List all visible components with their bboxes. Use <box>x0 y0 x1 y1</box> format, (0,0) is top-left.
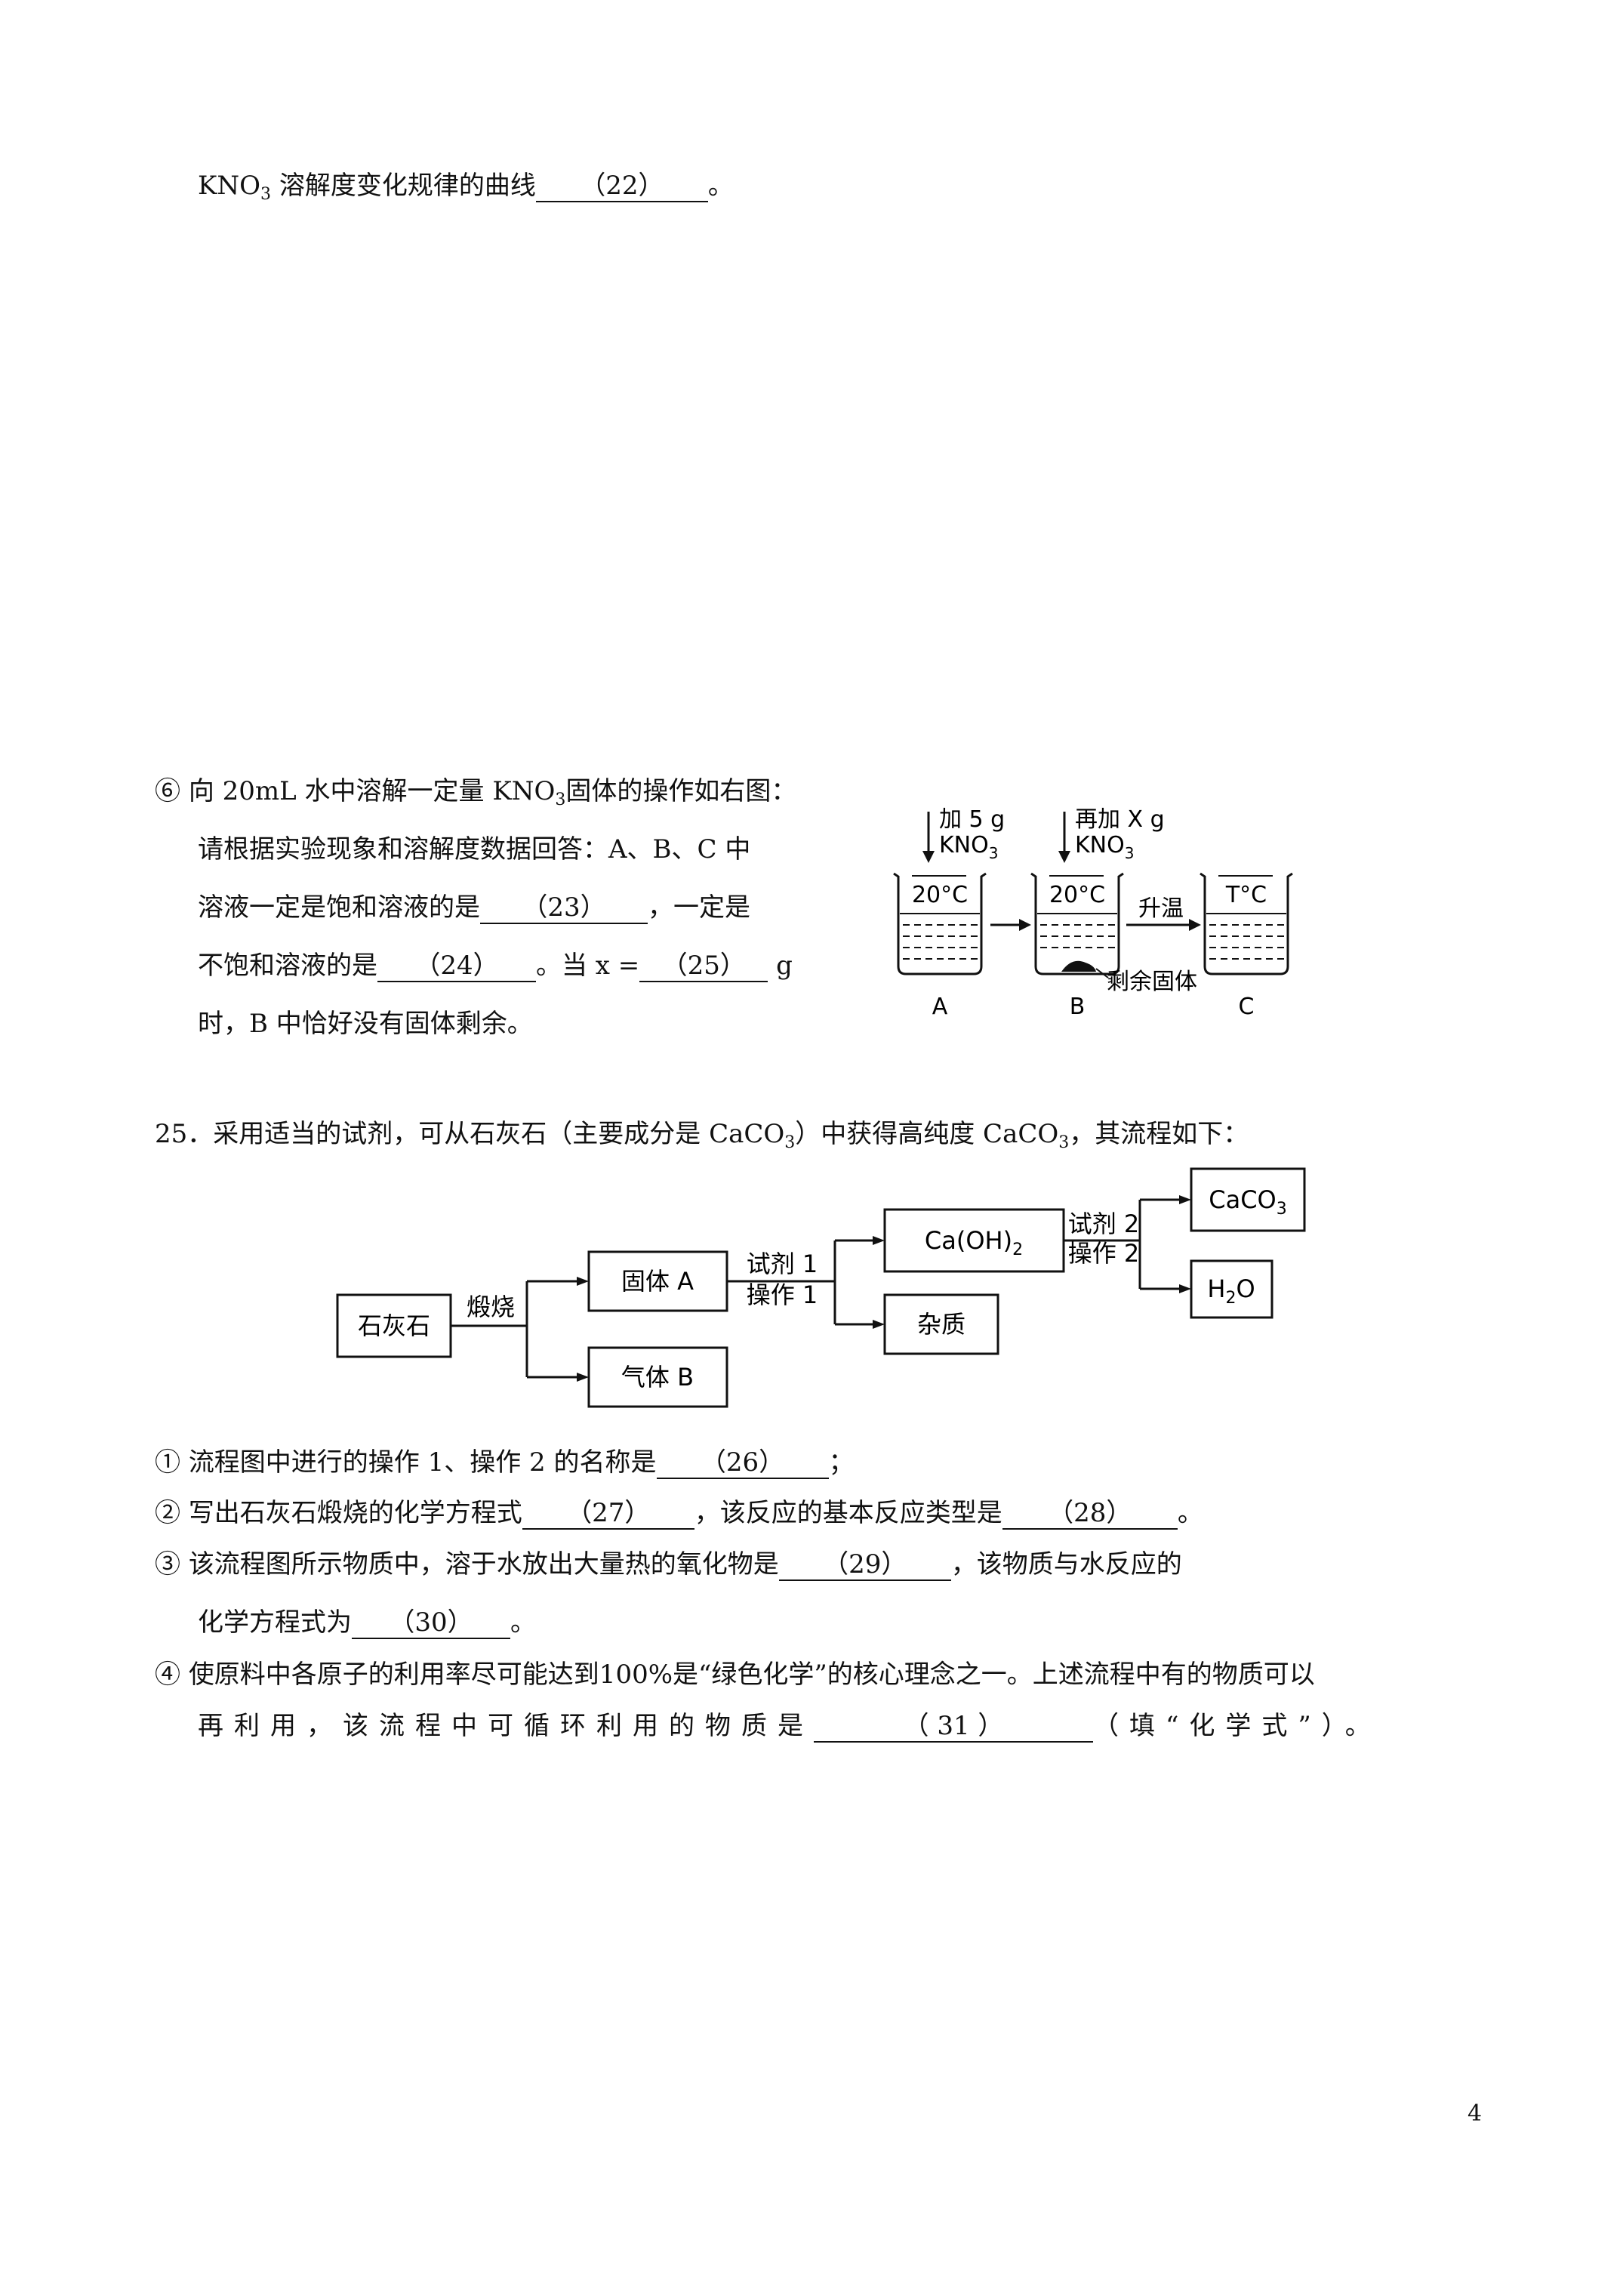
q25-intro: 25．采用适当的试剂，可从石灰石（主要成分是 CaCO3）中获得高纯度 CaCO… <box>155 1119 1249 1152</box>
right-arrow-icon <box>873 1320 885 1329</box>
label-h2o: H2O <box>1207 1274 1255 1308</box>
item-marker: ⑥ <box>155 776 180 806</box>
answer-blank-23[interactable]: （23） <box>480 892 648 924</box>
temp-label-b: 20°C <box>1049 882 1105 908</box>
residue-label: 剩余固体 <box>1107 969 1197 995</box>
q24-tail-text: 溶解度变化规律的曲线 <box>279 171 536 201</box>
q25-item2: ② 写出石灰石煅烧的化学方程式（27），该反应的基本反应类型是（28）。 <box>155 1498 1203 1530</box>
process-flowchart: 石灰石 煅烧 固体 A 气体 B 试剂 1 操作 1 Ca(OH)2 杂质 试剂… <box>336 1167 1306 1408</box>
page-number: 4 <box>1467 2100 1483 2127</box>
temp-label-c: T°C <box>1225 882 1267 908</box>
label-caoh2: Ca(OH)2 <box>925 1226 1023 1259</box>
answer-blank-30[interactable]: （30） <box>352 1607 510 1639</box>
answer-blank-22[interactable]: （22） <box>535 171 708 202</box>
right-arrow-icon <box>1179 1284 1191 1293</box>
answer-blank-28[interactable]: （28） <box>1002 1498 1178 1530</box>
beaker-label-b: B <box>1070 994 1086 1020</box>
down-arrow-icon <box>922 851 935 863</box>
answer-blank-27[interactable]: （27） <box>522 1498 694 1530</box>
q24-tail-line: KNO3 溶解度变化规律的曲线（22）。 <box>198 171 734 204</box>
q25-item4-line2: 再利用，该流程中可循环利用的物质是（ 31 ）（填“化学式”）。 <box>198 1711 1381 1743</box>
label-reagent1: 试剂 1 <box>747 1250 818 1278</box>
beaker-label-a: A <box>932 994 948 1020</box>
q25-item3-line2: 化学方程式为（30）。 <box>198 1607 536 1639</box>
right-arrow-icon <box>1019 919 1031 931</box>
add-label-a2: KNO3 <box>939 832 998 862</box>
add-label-b1: 再加 X g <box>1075 806 1165 833</box>
right-arrow-icon <box>577 1277 589 1286</box>
answer-blank-25[interactable]: （25） <box>639 951 768 982</box>
temp-label-a: 20°C <box>912 882 968 908</box>
beaker-figure: 加 5 g KNO3 再加 X g KNO3 20°C 20°C 剩余 <box>893 806 1293 1020</box>
q25-item4: ④ 使原料中各原子的利用率尽可能达到100%是“绿色化学”的核心理念之一。上述流… <box>155 1660 1315 1690</box>
label-impurity: 杂质 <box>917 1310 965 1339</box>
answer-blank-24[interactable]: （24） <box>377 951 536 982</box>
answer-blank-31[interactable]: （ 31 ） <box>814 1711 1093 1743</box>
q24-6-line3: 溶液一定是饱和溶液的是（23），一定是 <box>198 892 750 924</box>
label-caco3: CaCO3 <box>1209 1185 1286 1219</box>
q24-6-line4: 不饱和溶液的是（24）。当 x =（25） g <box>198 951 793 982</box>
beaker-b: 20°C <box>1030 872 1124 975</box>
answer-blank-29[interactable]: （29） <box>778 1549 951 1581</box>
label-operation1: 操作 1 <box>747 1281 818 1309</box>
answer-blank-26[interactable]: （26） <box>656 1447 829 1479</box>
label-reagent2: 试剂 2 <box>1068 1210 1140 1238</box>
label-gas-b: 气体 B <box>621 1363 694 1391</box>
right-arrow-icon <box>1179 1195 1191 1204</box>
right-arrow-icon <box>873 1236 885 1245</box>
q25-item1: ① 流程图中进行的操作 1、操作 2 的名称是（26）； <box>155 1447 855 1479</box>
right-arrow-icon <box>577 1373 589 1382</box>
q25-item3: ③ 该流程图所示物质中，溶于水放出大量热的氧化物是（29），该物质与水反应的 <box>155 1549 1182 1581</box>
label-limestone: 石灰石 <box>358 1311 430 1340</box>
beaker-c: T°C <box>1200 872 1293 975</box>
label-operation2: 操作 2 <box>1068 1239 1140 1268</box>
add-label-b2: KNO3 <box>1075 832 1134 862</box>
q24-6-line5: 时，B 中恰好没有固体剩余。 <box>198 1009 533 1039</box>
label-calcine: 煅烧 <box>467 1293 515 1321</box>
q24-6-line1: ⑥ 向 20mL 水中溶解一定量 KNO3固体的操作如右图： <box>155 776 797 809</box>
label-solid-a: 固体 A <box>621 1267 694 1296</box>
down-arrow-icon <box>1058 851 1070 863</box>
add-label-a1: 加 5 g <box>939 806 1005 833</box>
beaker-label-c: C <box>1239 994 1255 1020</box>
heat-label: 升温 <box>1138 895 1184 922</box>
q24-6-line2: 请根据实验现象和溶解度数据回答：A、B、C 中 <box>198 834 751 864</box>
residue-solid <box>1061 960 1096 972</box>
beaker-a: 20°C <box>893 872 987 975</box>
right-arrow-icon <box>1189 919 1201 931</box>
box-h2o <box>1190 1259 1273 1319</box>
